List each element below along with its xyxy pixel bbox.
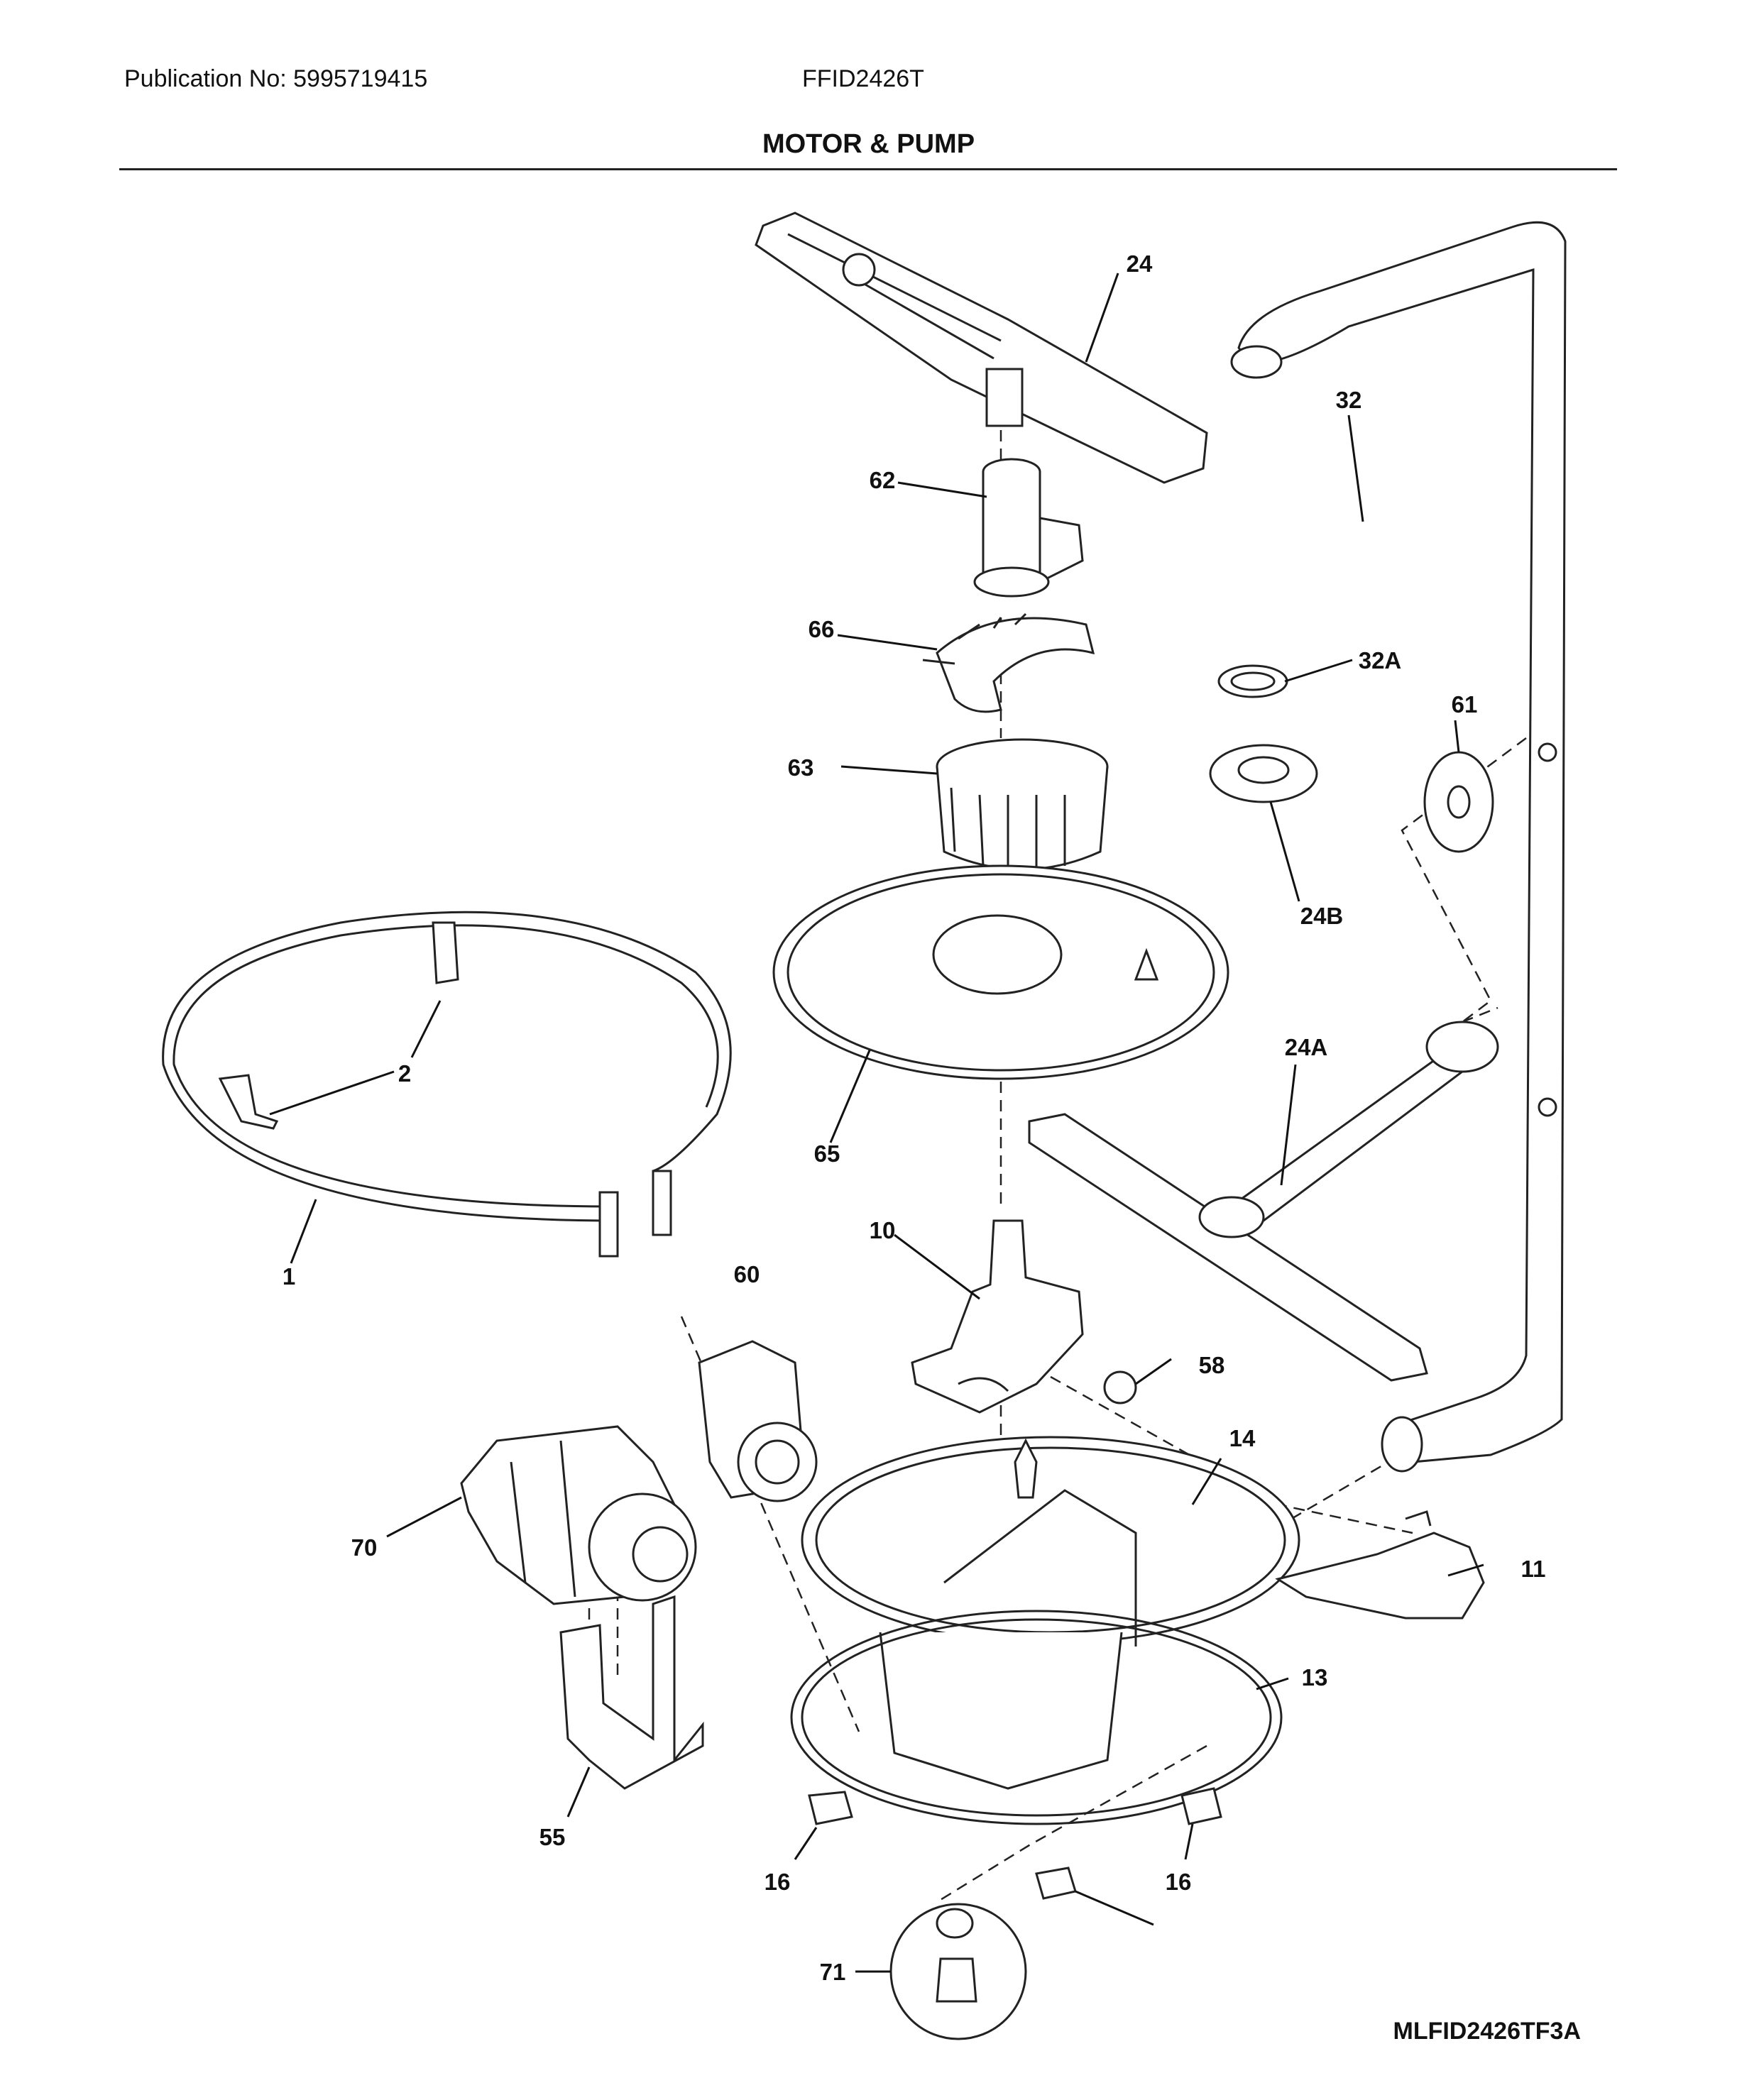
leader-line: [1284, 659, 1353, 683]
diagram-code: MLFID2426TF3A: [1393, 2018, 1582, 2045]
callout-24A: 24A: [1285, 1034, 1328, 1060]
callout-1: 1: [283, 1263, 295, 1290]
leader-line: [1347, 414, 1364, 522]
lower-spray-arm: [1028, 1021, 1499, 1382]
upper-spray-arm: [755, 211, 1208, 484]
leader-line: [290, 1199, 317, 1264]
tube-nut: [1209, 744, 1318, 803]
filter-cup: [936, 738, 1109, 871]
header-rule: [119, 168, 1617, 170]
callout-60: 60: [734, 1261, 760, 1287]
sump-gasket: [790, 1610, 1283, 1825]
pump-housing: [911, 1219, 1084, 1414]
leader-line: [1075, 1890, 1154, 1926]
leader-line: [1184, 1823, 1194, 1860]
check-ball: [1103, 1370, 1137, 1404]
callout-61: 61: [1452, 691, 1478, 718]
callout-16-left: 16: [765, 1869, 791, 1895]
tube-gasket-inner: [1230, 671, 1276, 691]
motor-bracket: [559, 1595, 704, 1790]
leader-line: [1256, 1677, 1289, 1691]
callout-14: 14: [1229, 1425, 1256, 1451]
sensor-plate: [1275, 1510, 1485, 1620]
filter-top: [922, 612, 1095, 713]
callout-24B: 24B: [1300, 903, 1344, 929]
callout-10: 10: [870, 1217, 896, 1243]
spray-arm-support: [973, 458, 1084, 598]
leader-line: [1085, 273, 1119, 363]
leader-line: [894, 1233, 980, 1300]
leader-line: [897, 481, 987, 498]
callout-2: 2: [398, 1060, 411, 1087]
callout-62: 62: [870, 467, 896, 493]
filter-screen: [772, 864, 1229, 1080]
leader-line: [386, 1496, 462, 1538]
heating-element: [162, 911, 732, 1258]
leader-line: [1135, 1358, 1172, 1385]
leveling-foot: [808, 1787, 1222, 1900]
leader-line: [566, 1766, 591, 1818]
leader-line: [269, 1070, 395, 1116]
leader-line: [794, 1827, 818, 1860]
leader-line: [1454, 720, 1460, 753]
callout-13: 13: [1302, 1664, 1328, 1691]
callout-24: 24: [1127, 251, 1153, 277]
callout-71: 71: [820, 1959, 846, 1985]
callout-11: 11: [1521, 1556, 1546, 1582]
leader-line: [840, 765, 938, 775]
callout-66: 66: [809, 616, 835, 642]
callout-55: 55: [539, 1824, 566, 1850]
callout-32A: 32A: [1359, 647, 1402, 674]
section-title: MOTOR & PUMP: [762, 129, 975, 159]
leader-line: [1191, 1458, 1222, 1505]
leader-line: [410, 1000, 442, 1058]
circulation-motor: [460, 1425, 697, 1605]
terminal-clip: [218, 921, 459, 1130]
callout-70: 70: [351, 1534, 378, 1561]
callout-65: 65: [814, 1140, 840, 1167]
leader-line: [829, 1050, 871, 1143]
leader-line: [1269, 801, 1300, 902]
leader-line: [1280, 1064, 1297, 1186]
publication-number: Publication No: 5995719415: [124, 65, 428, 92]
model-number: FFID2426T: [802, 65, 924, 92]
callout-63: 63: [788, 754, 814, 781]
leader-line: [837, 634, 938, 651]
sump-assembly: [801, 1436, 1300, 1790]
tube-gasket: [1217, 664, 1288, 698]
leader-line: [1447, 1563, 1484, 1577]
callout-16-right: 16: [1166, 1869, 1192, 1895]
inset-circle: [889, 1903, 1027, 2040]
supply-tube: [1230, 221, 1567, 1473]
callout-58: 58: [1199, 1352, 1225, 1378]
drain-pump: [698, 1340, 818, 1502]
callout-32: 32: [1336, 387, 1362, 413]
seal-disc: [1423, 751, 1494, 853]
